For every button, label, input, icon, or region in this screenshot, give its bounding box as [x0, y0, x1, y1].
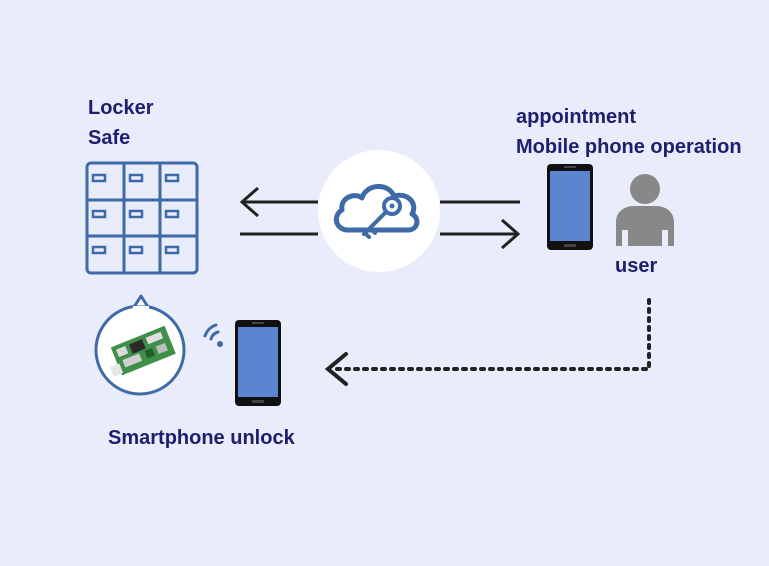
user-label: user [615, 255, 658, 277]
locker-label: Locker [88, 97, 154, 119]
smartphone-unlock-label: Smartphone unlock [108, 427, 295, 449]
cloud-key-icon [318, 150, 440, 272]
person-icon [612, 172, 680, 248]
smartphone-unlock-icon [234, 319, 282, 407]
smartphone-icon [546, 163, 594, 251]
locker-grid-icon [84, 160, 200, 276]
wifi-signal-icon [200, 322, 230, 352]
safe-label: Safe [88, 127, 131, 149]
mobile-operation-label: Mobile phone operation [516, 136, 742, 158]
appointment-label: appointment [516, 106, 636, 128]
circuit-board-icon [94, 294, 188, 398]
